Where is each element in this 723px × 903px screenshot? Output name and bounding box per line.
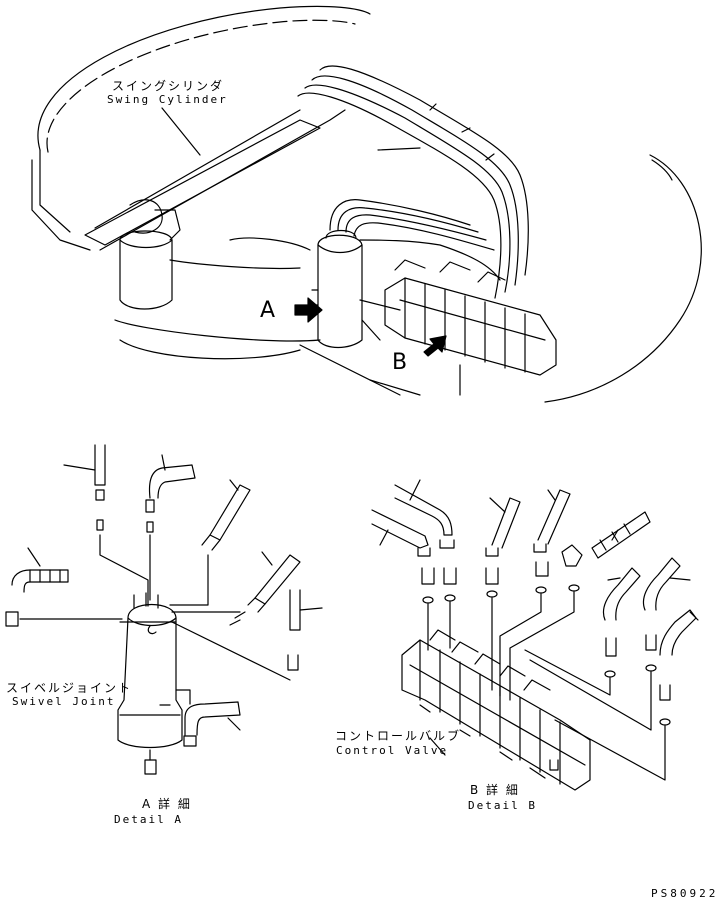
arrow-b [423, 335, 447, 357]
detail-a-drawing [5, 444, 323, 775]
detail-b-label-en: Detail B [468, 799, 537, 812]
control-valve-label-en: Control Valve [336, 744, 449, 757]
swing-cylinder-leader [161, 107, 201, 156]
swivel-joint-label-en: Swivel Joint [12, 695, 116, 708]
detail-a-label-jp: A 詳 細 [142, 797, 192, 811]
detail-b-drawing [371, 479, 699, 791]
machine-overview [31, 5, 702, 403]
view-b-label: B [392, 350, 408, 375]
control-valve-label-jp: コントロールバルブ [335, 729, 462, 743]
arrow-a [294, 297, 323, 323]
swivel-joint-label-jp: スイベルジョイント [6, 681, 133, 695]
drawing-code: PS80922 [651, 887, 719, 900]
detail-b-label-jp: B 詳 細 [470, 783, 520, 797]
view-a-label: A [260, 298, 276, 323]
swing-cylinder-label-jp: スイングシリンダ [112, 79, 225, 93]
swing-cylinder-label-en: Swing Cylinder [107, 93, 228, 106]
detail-a-label-en: Detail A [114, 813, 183, 826]
